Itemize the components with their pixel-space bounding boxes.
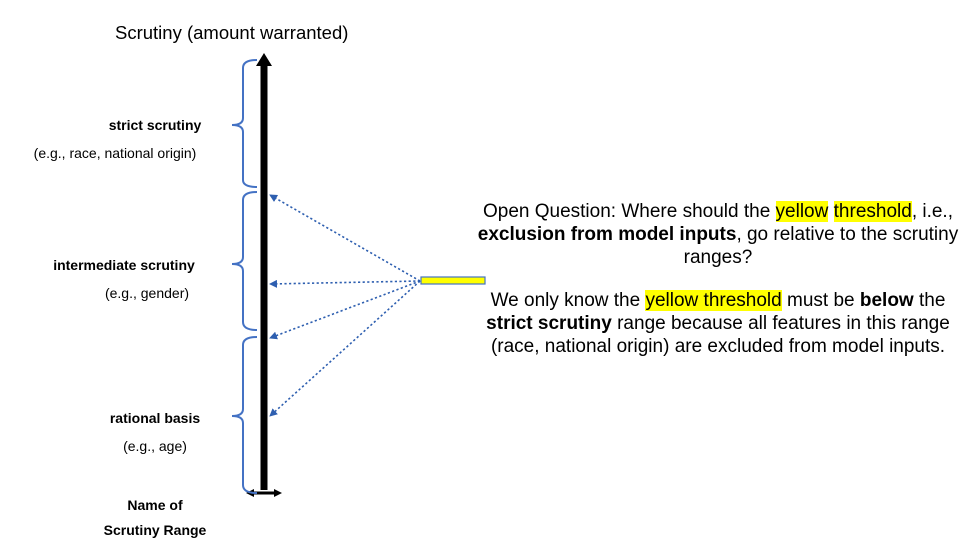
brace-rational-basis bbox=[231, 336, 258, 494]
range-example-rational-basis: (e.g., age) bbox=[123, 438, 187, 454]
range-label-intermediate-scrutiny: intermediate scrutiny bbox=[53, 257, 195, 273]
arrow-to-range-boundary bbox=[269, 280, 421, 340]
brace-strict-scrutiny bbox=[231, 59, 258, 188]
arrow-to-range-top bbox=[269, 194, 421, 282]
axis-title: Scrutiny (amount warranted) bbox=[115, 22, 349, 43]
brace-intermediate-scrutiny bbox=[231, 191, 258, 331]
axis-footer-line1: Name of bbox=[127, 497, 183, 513]
range-example-strict-scrutiny: (e.g., race, national origin) bbox=[33, 145, 197, 161]
axis-footer-line2: Scrutiny Range bbox=[103, 522, 207, 538]
axis-arrowhead-top bbox=[256, 53, 272, 66]
question-text-1: Open Question: Where should the bbox=[482, 201, 776, 222]
answer-highlight-yellow-threshold: yellow threshold bbox=[645, 290, 782, 311]
answer-text-3: the bbox=[913, 290, 946, 311]
answer-bold-strict-scrutiny: strict scrutiny bbox=[486, 313, 612, 334]
answer-text-1: We only know the bbox=[490, 290, 646, 311]
range-label-rational-basis: rational basis bbox=[109, 410, 201, 426]
arrow-to-intermediate-midpoint bbox=[269, 279, 421, 288]
answer-bold-below: below bbox=[859, 290, 914, 311]
question-text-2: , i.e., bbox=[911, 201, 953, 222]
range-label-strict-scrutiny: strict scrutiny bbox=[108, 117, 202, 133]
question-text-3: , go relative to the scrutiny ranges? bbox=[683, 224, 959, 268]
question-bold-exclusion: exclusion from model inputs bbox=[477, 224, 737, 245]
question-highlight-yellow: yellow bbox=[775, 201, 829, 222]
question-highlight-threshold: threshold bbox=[833, 201, 912, 222]
open-question-text: Open Question: Where should the yellow t… bbox=[468, 200, 968, 269]
yellow-threshold-marker bbox=[420, 276, 486, 285]
known-constraint-text: We only know the yellow threshold must b… bbox=[468, 289, 968, 358]
answer-text-4: range because all features in this range… bbox=[490, 313, 950, 357]
arrow-to-rational-basis bbox=[269, 280, 421, 417]
range-example-intermediate-scrutiny: (e.g., gender) bbox=[104, 285, 190, 301]
answer-text-2: must be bbox=[781, 290, 860, 311]
